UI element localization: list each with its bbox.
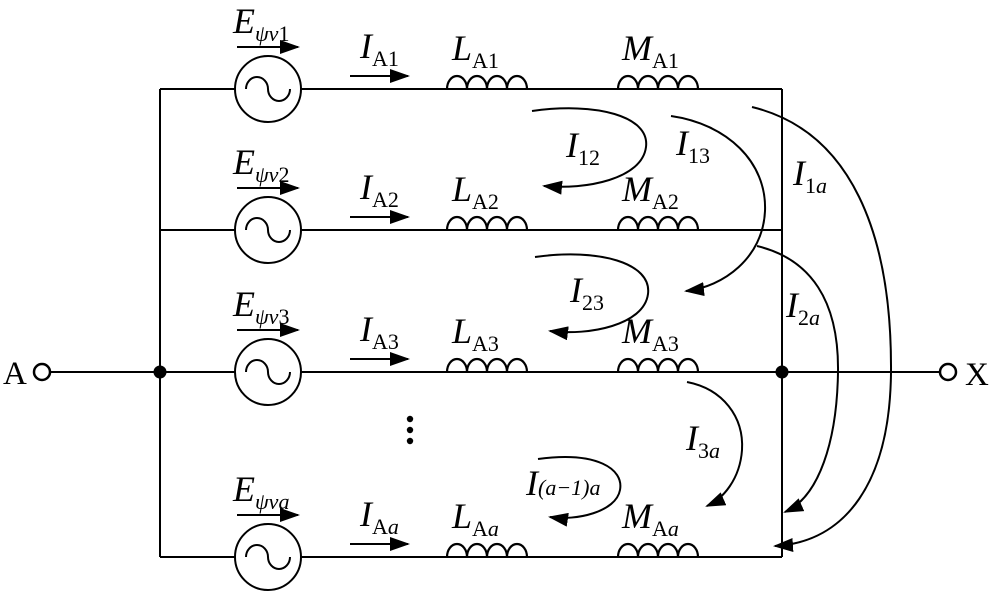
junction-dot-left (153, 365, 167, 379)
branch-labels: Eψv1 IA1 LA1 MA1 Eψv2 IA2 LA2 MA2 Eψv3 I… (232, 1, 679, 541)
circulating-arrow-i1a (751, 106, 893, 552)
circulating-label-i12: I12 (565, 125, 600, 170)
self-inductance-label-2: LA2 (451, 169, 499, 214)
current-label-branch-a: IAa (359, 494, 399, 539)
terminal-node-x (938, 362, 958, 382)
circulating-arrow-i3a (686, 381, 744, 507)
circulating-arrows (531, 106, 893, 552)
mutual-inductance-label-2: MA2 (621, 169, 679, 214)
mutual-coil-1 (616, 74, 700, 90)
circulating-arrow-i2a (756, 245, 840, 513)
circulating-label-i3a: I3a (685, 418, 720, 463)
self-coil-3 (445, 357, 529, 373)
emf-label-branch-a: Eψva (232, 469, 289, 514)
sine-wave-icon-2 (245, 217, 291, 243)
self-coil-1 (445, 74, 529, 90)
circulating-arrow-i13 (670, 115, 767, 297)
current-label-branch-2: IA2 (359, 167, 399, 212)
circulating-labels: I12 I13 I1a I23 I2a I3a I(a−1)a (525, 123, 827, 503)
current-label-branch-3: IA3 (359, 309, 399, 354)
coils (445, 74, 700, 558)
circulating-label-i1a: I1a (792, 153, 827, 198)
mutual-coil-3 (616, 357, 700, 373)
circulating-label-i2a: I2a (785, 285, 820, 330)
direction-arrows (237, 40, 410, 551)
junction-dot-right (775, 365, 789, 379)
continuation-dot-1 (406, 415, 414, 423)
circulating-label-ia-1a: I(a−1)a (525, 463, 601, 503)
emf-label-branch-1: Eψv1 (232, 1, 289, 46)
circulating-label-i23: I23 (569, 270, 604, 315)
self-coil-a (445, 542, 529, 558)
current-label-branch-1: IA1 (359, 26, 399, 71)
ac-sources (234, 55, 302, 591)
terminal-label-x: X (965, 357, 989, 393)
self-inductance-label-a: LAa (451, 496, 499, 541)
circulating-arrow-i23 (534, 253, 650, 341)
continuation-dot-3 (406, 437, 414, 445)
circulating-arrow-ia-1a (537, 456, 622, 527)
terminal-node-a (32, 362, 52, 382)
mutual-inductance-label-1: MA1 (621, 28, 679, 73)
terminal-label-a: A (3, 356, 27, 392)
self-coil-2 (445, 215, 529, 231)
circulating-label-i13: I13 (675, 123, 710, 168)
mutual-coil-a (616, 542, 700, 558)
sine-wave-icon-1 (245, 76, 291, 102)
mutual-inductance-label-a: MAa (621, 496, 679, 541)
sine-wave-icon-a (245, 544, 291, 570)
mutual-coil-2 (616, 215, 700, 231)
circulating-arrow-i12 (531, 107, 648, 195)
sine-wave-icon-3 (245, 359, 291, 385)
nodes (32, 362, 958, 445)
self-inductance-label-3: LA3 (451, 311, 499, 356)
continuation-dot-2 (406, 426, 414, 434)
mutual-inductance-label-3: MA3 (621, 311, 679, 356)
self-inductance-label-1: LA1 (451, 28, 499, 73)
emf-label-branch-3: Eψv3 (232, 284, 289, 329)
emf-label-branch-2: Eψv2 (232, 142, 289, 187)
